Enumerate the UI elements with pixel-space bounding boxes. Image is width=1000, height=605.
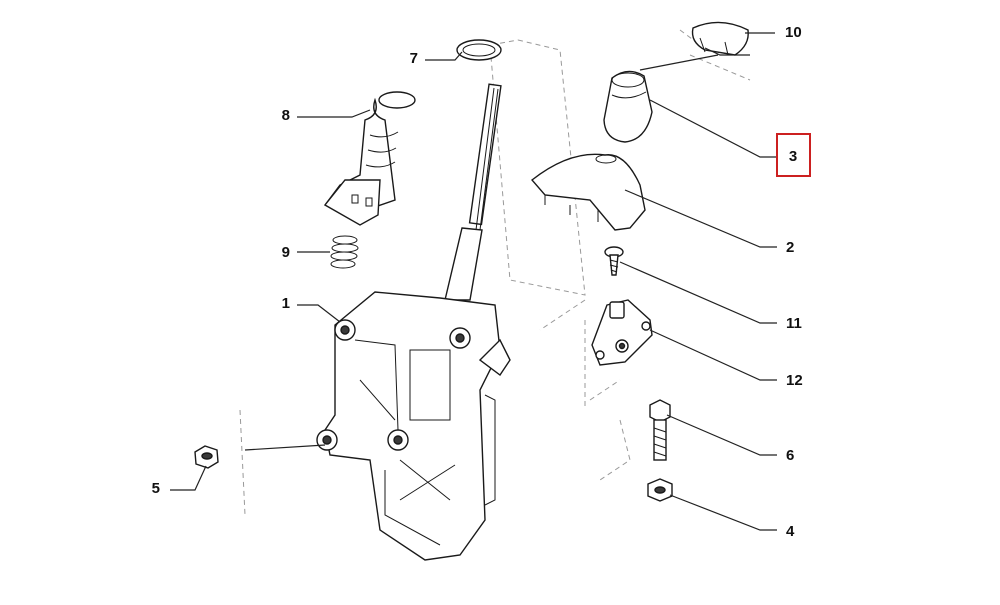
- part-10-knob-cap: [691, 21, 749, 56]
- callout-4: 4: [786, 523, 795, 540]
- part-12-switch-module: [591, 299, 653, 366]
- callout-3-highlight-box: [776, 133, 811, 177]
- callout-7: 7: [410, 50, 418, 67]
- callout-2: 2: [786, 239, 794, 256]
- callout-10: 10: [785, 24, 802, 41]
- callout-12: 12: [786, 372, 803, 389]
- part-1-shifter-housing: [316, 291, 511, 561]
- leader-lines: [170, 32, 777, 531]
- part-7-o-ring: [456, 39, 502, 61]
- part-5-nut: [194, 445, 219, 469]
- part-4-nut: [647, 478, 673, 502]
- part-9-spring: [330, 235, 359, 269]
- callout-1: 1: [282, 295, 290, 312]
- gear-lever-shaft: [444, 83, 502, 301]
- part-11-screw: [604, 246, 624, 276]
- callout-3: 3: [789, 148, 797, 165]
- callout-labels: 7 8 9 1 5 10 3 2 11 12 6 4: [152, 24, 811, 540]
- part-8-gear-boot: [323, 91, 416, 226]
- part-2-console-trim: [530, 153, 646, 231]
- callout-6: 6: [786, 447, 794, 464]
- callout-11: 11: [786, 315, 802, 332]
- part-3-gear-knob: [603, 70, 653, 143]
- callout-5: 5: [152, 480, 160, 497]
- callout-8: 8: [282, 107, 290, 124]
- callout-9: 9: [282, 244, 290, 261]
- part-6-bolt: [649, 399, 671, 461]
